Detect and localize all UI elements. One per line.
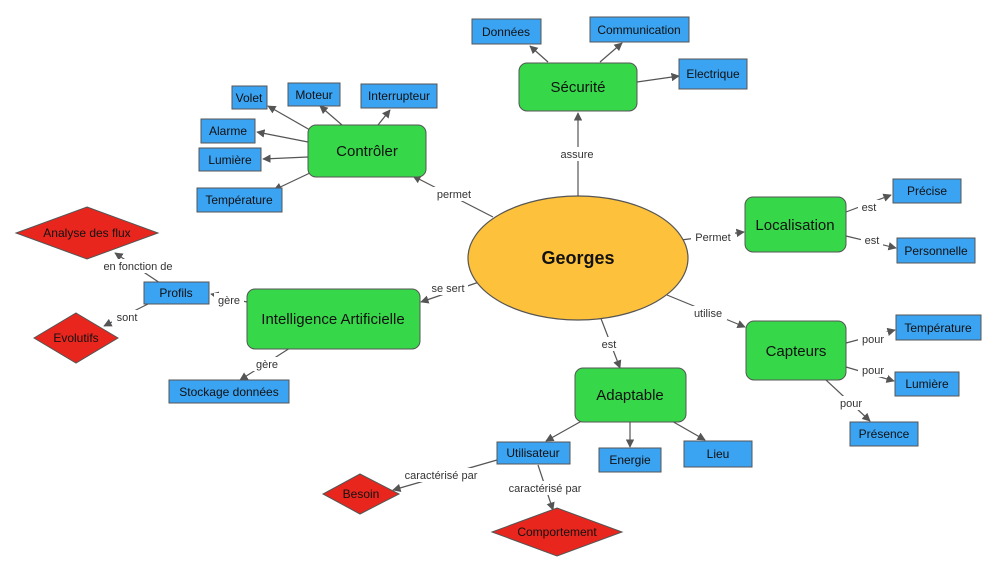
node-ia-label: Intelligence Artificielle	[261, 311, 404, 328]
node-adaptable[interactable]: Adaptable	[574, 367, 687, 423]
node-lieu[interactable]: Lieu	[683, 440, 753, 468]
node-analyse-label: Analyse des flux	[43, 226, 130, 240]
edge-label-en-fonction-de: en fonction de	[103, 261, 172, 273]
node-temperature-controler[interactable]: Température	[196, 187, 283, 213]
node-personnelle-label: Personnelle	[904, 244, 968, 258]
node-temperature-controler-label: Température	[205, 193, 273, 207]
node-capteurs-label: Capteurs	[766, 343, 827, 360]
edge-controler-interrupteur	[377, 109, 391, 126]
node-securite-label: Sécurité	[550, 79, 605, 96]
edge-label-permet: permet	[437, 189, 471, 201]
node-communication[interactable]: Communication	[589, 16, 690, 43]
edge-label-pour-temperature: pour	[862, 334, 884, 346]
node-utilisateur-label: Utilisateur	[506, 446, 559, 460]
node-evolutifs[interactable]: Evolutifs	[33, 312, 119, 364]
node-localisation-label: Localisation	[755, 217, 834, 234]
node-intelligence-artificielle[interactable]: Intelligence Artificielle	[246, 288, 421, 350]
node-comportement-label: Comportement	[517, 525, 597, 539]
node-interrupteur-label: Interrupteur	[368, 89, 430, 103]
edge-securite-electrique	[636, 72, 680, 83]
edge-controler-alarme	[256, 129, 309, 143]
node-presence[interactable]: Présence	[849, 421, 919, 447]
edge-label-gere-profils: gère	[218, 295, 240, 307]
node-localisation[interactable]: Localisation	[744, 196, 847, 253]
node-stockage-donnees[interactable]: Stockage données	[168, 379, 290, 404]
node-analyse-des-flux[interactable]: Analyse des flux	[14, 206, 160, 260]
node-precise[interactable]: Précise	[892, 178, 962, 204]
node-electrique[interactable]: Electrique	[678, 58, 748, 90]
node-temperature-capteurs-label: Température	[904, 321, 972, 335]
node-profils-label: Profils	[159, 286, 192, 300]
edge-label-pour-lumiere: pour	[862, 365, 884, 377]
edge-labels: assure permet Permet se sert utilise est…	[100, 147, 888, 495]
edge-label-caracterise-comportement: caractérisé par	[509, 483, 582, 495]
node-georges-label: Georges	[541, 248, 614, 268]
node-energie[interactable]: Energie	[598, 447, 662, 473]
edge-securite-communication	[599, 42, 623, 63]
node-precise-label: Précise	[907, 184, 947, 198]
node-alarme[interactable]: Alarme	[200, 118, 256, 144]
node-electrique-label: Electrique	[686, 67, 740, 81]
edge-controler-temperature	[273, 171, 313, 191]
node-presence-label: Présence	[859, 427, 910, 441]
node-volet-label: Volet	[236, 91, 263, 105]
edge-label-sont: sont	[117, 312, 138, 324]
edge-label-est-precise: est	[862, 202, 877, 214]
edge-label-est-personnelle: est	[865, 235, 880, 247]
node-utilisateur[interactable]: Utilisateur	[496, 441, 571, 465]
node-besoin-label: Besoin	[343, 487, 380, 501]
node-temperature-capteurs[interactable]: Température	[895, 314, 982, 341]
node-capteurs[interactable]: Capteurs	[745, 320, 847, 381]
node-controler-label: Contrôler	[336, 143, 398, 160]
node-besoin[interactable]: Besoin	[321, 473, 401, 515]
edge-label-gere-stockage: gère	[256, 359, 278, 371]
node-lumiere-capteurs-label: Lumière	[905, 377, 949, 391]
edge-label-est-adaptable: est	[602, 339, 617, 351]
edge-controler-lumiere	[262, 154, 309, 163]
node-georges[interactable]: Georges	[467, 195, 689, 321]
edge-label-se-sert: se sert	[431, 283, 464, 295]
edge-label-permet-localisation: Permet	[695, 232, 730, 244]
edge-controler-volet	[267, 105, 311, 131]
edge-controler-moteur	[319, 105, 343, 126]
node-interrupteur[interactable]: Interrupteur	[360, 83, 438, 109]
node-lumiere-capteurs[interactable]: Lumière	[894, 371, 960, 397]
edge-securite-donnees	[529, 45, 549, 63]
node-energie-label: Energie	[609, 453, 651, 467]
node-lumiere-controler[interactable]: Lumière	[198, 147, 262, 172]
node-stockage-label: Stockage données	[179, 385, 278, 399]
node-communication-label: Communication	[597, 23, 680, 37]
node-controler[interactable]: Contrôler	[307, 124, 427, 178]
node-donnees-label: Données	[482, 25, 530, 39]
node-donnees[interactable]: Données	[471, 18, 542, 45]
node-lumiere-controler-label: Lumière	[208, 153, 252, 167]
node-comportement[interactable]: Comportement	[490, 507, 624, 557]
node-personnelle[interactable]: Personnelle	[896, 237, 976, 264]
node-volet[interactable]: Volet	[231, 85, 268, 110]
node-moteur-label: Moteur	[295, 88, 332, 102]
node-lieu-label: Lieu	[707, 447, 730, 461]
node-moteur[interactable]: Moteur	[287, 82, 341, 107]
node-alarme-label: Alarme	[209, 124, 247, 138]
edge-label-assure: assure	[560, 149, 593, 161]
node-profils[interactable]: Profils	[143, 281, 210, 305]
edge-adaptable-lieu	[669, 419, 706, 441]
edge-label-caracterise-besoin: caractérisé par	[405, 470, 478, 482]
edge-label-utilise: utilise	[694, 308, 722, 320]
node-evolutifs-label: Evolutifs	[53, 331, 98, 345]
node-securite[interactable]: Sécurité	[518, 62, 638, 112]
edge-label-pour-presence: pour	[840, 398, 862, 410]
node-adaptable-label: Adaptable	[596, 387, 664, 404]
